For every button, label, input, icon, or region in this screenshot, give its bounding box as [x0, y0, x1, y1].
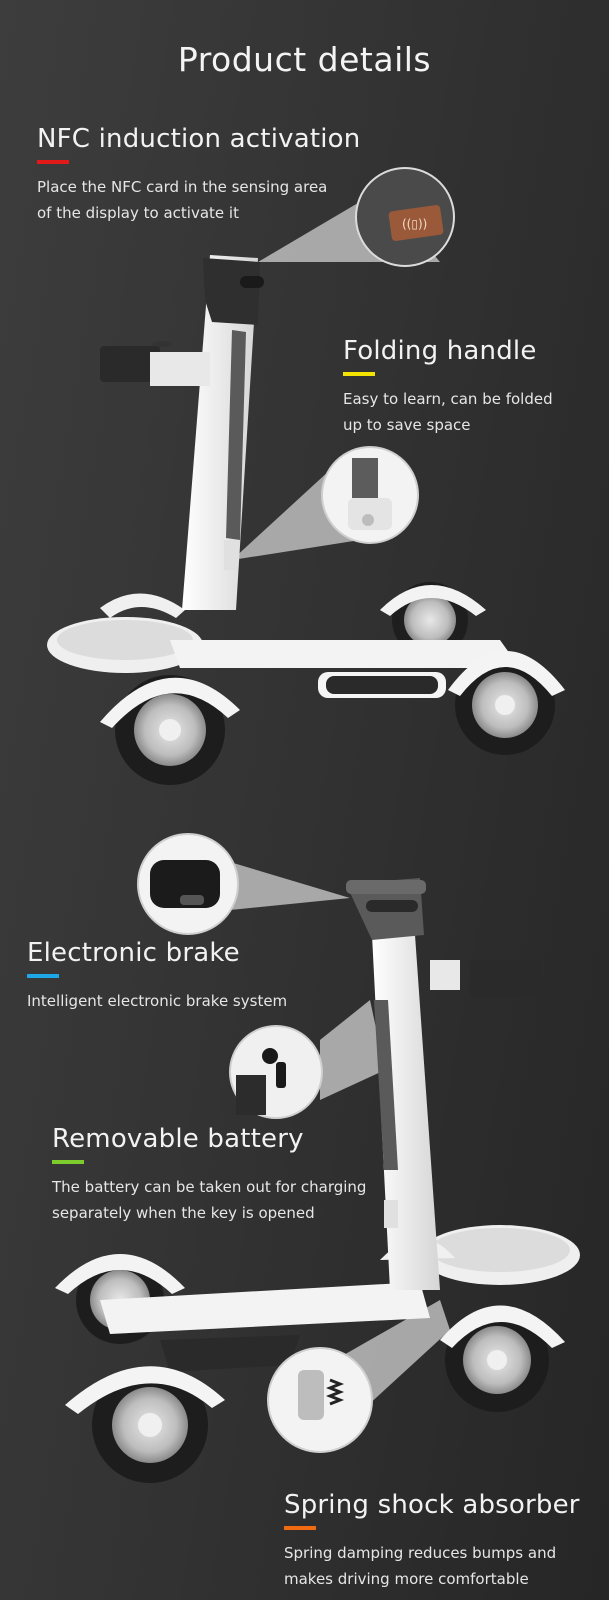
description-line: The battery can be taken out for chargin…	[52, 1178, 367, 1196]
feature-removable-battery: Removable battery The battery can be tak…	[52, 1124, 366, 1226]
description-line: Place the NFC card in the sensing area	[37, 178, 328, 196]
folding-latch-icon	[321, 446, 419, 544]
feature-description: Easy to learn, can be folded up to save …	[343, 386, 553, 438]
feature-description: Intelligent electronic brake system	[27, 988, 287, 1014]
accent-bar-blue	[27, 974, 59, 978]
feature-title: Electronic brake	[27, 938, 240, 968]
scooter-bottom-illustration	[55, 862, 580, 1483]
accent-bar-orange	[284, 1526, 316, 1530]
feature-nfc-induction-activation: NFC induction activation Place the NFC c…	[37, 124, 360, 226]
scooter-top-illustration	[47, 190, 565, 785]
description-line: up to save space	[343, 416, 471, 434]
nfc-card-icon: ((▯))	[355, 167, 455, 267]
spring-shock-icon	[267, 1347, 373, 1453]
description-line: makes driving more comfortable	[284, 1570, 529, 1588]
description-line: Easy to learn, can be folded	[343, 390, 553, 408]
feature-title: Removable battery	[52, 1124, 304, 1154]
feature-electronic-brake: Electronic brake Intelligent electronic …	[27, 938, 287, 1014]
description-line: of the display to activate it	[37, 204, 239, 222]
battery-key-icon	[229, 1025, 323, 1119]
brake-lever-icon	[137, 833, 239, 935]
page-title: Product details	[177, 40, 432, 79]
description-line: separately when the key is opened	[52, 1204, 315, 1222]
feature-title: Spring shock absorber	[284, 1490, 580, 1520]
feature-spring-shock-absorber: Spring shock absorber Spring damping red…	[284, 1490, 580, 1592]
feature-folding-handle: Folding handle Easy to learn, can be fol…	[343, 336, 553, 438]
feature-description: Spring damping reduces bumps and makes d…	[284, 1540, 580, 1592]
feature-description: Place the NFC card in the sensing area o…	[37, 174, 360, 226]
description-line: Spring damping reduces bumps and	[284, 1544, 557, 1562]
accent-bar-yellow	[343, 372, 375, 376]
feature-description: The battery can be taken out for chargin…	[52, 1174, 366, 1226]
feature-title: Folding handle	[343, 336, 537, 366]
svg-text:((▯)): ((▯))	[402, 217, 427, 231]
accent-bar-red	[37, 160, 69, 164]
feature-title: NFC induction activation	[37, 124, 361, 154]
description-line: Intelligent electronic brake system	[27, 992, 288, 1010]
accent-bar-green	[52, 1160, 84, 1164]
